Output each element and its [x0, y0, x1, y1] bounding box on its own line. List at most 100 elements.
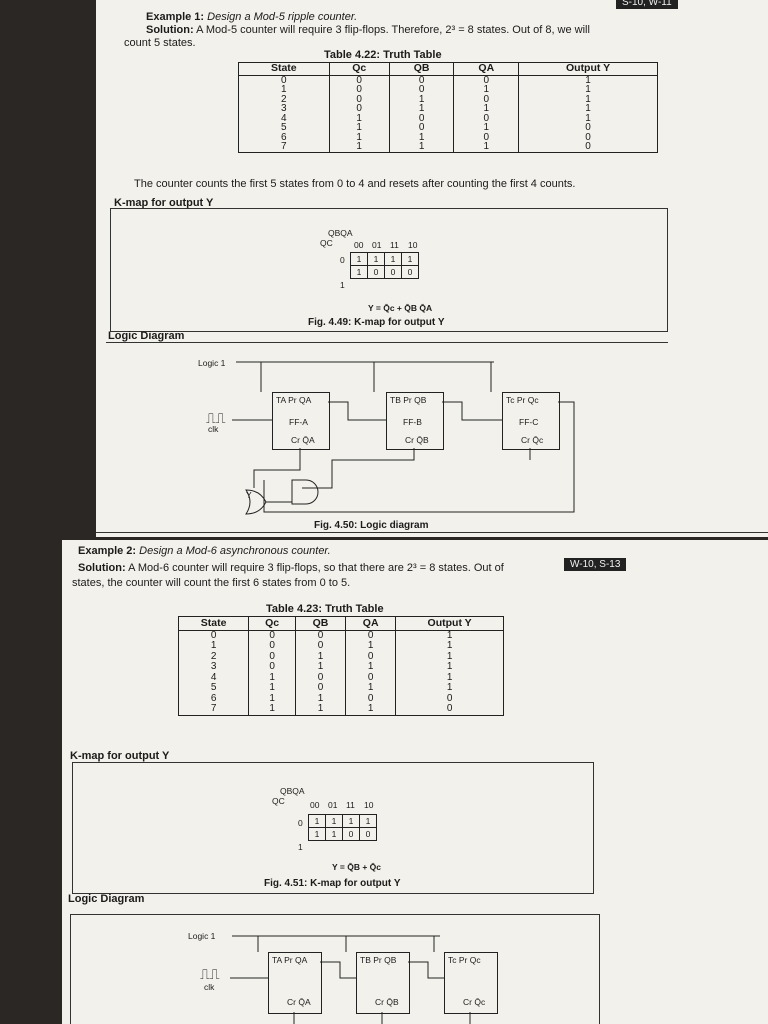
- kmap1-heading: K-map for output Y: [114, 197, 214, 209]
- logic2-diagram-wires: [230, 935, 471, 1024]
- kmap2-row-label-0: 0: [298, 818, 303, 828]
- kmap1-frame: [110, 208, 668, 332]
- table-cell: 1: [518, 104, 658, 114]
- clk-label: clk: [208, 424, 219, 434]
- kmap1-row-label-1: 1: [340, 280, 345, 290]
- page-mod6: Example 2: Design a Mod-6 asynchronous c…: [62, 540, 768, 1024]
- flip-flop-b2: TB Pr QB Cr Q̄B: [356, 952, 410, 1014]
- table-cell: 7: [177, 703, 250, 716]
- kmap2-equation: Y = Q̄B + Q̄c: [332, 862, 381, 872]
- table-cell: 0: [388, 113, 455, 123]
- kmap1-caption: Fig. 4.49: K-map for output Y: [308, 317, 445, 328]
- table-cell: 0: [177, 630, 250, 641]
- example2-heading: Example 2: Design a Mod-6 asynchronous c…: [78, 545, 331, 557]
- example2-solution: Solution: A Mod-6 counter will require 3…: [78, 562, 504, 574]
- clock-pulse-icon: ⎍⎍: [206, 410, 226, 426]
- table-cell: 1: [328, 142, 390, 153]
- kmap2-var-side: QC: [272, 796, 285, 806]
- kmap1-equation: Y = Q̄c + Q̄B Q̄A: [368, 303, 433, 313]
- table-header-4: Output Y: [395, 616, 504, 631]
- kmap-col-label: 01: [372, 240, 382, 250]
- table-cell: 0: [518, 142, 658, 153]
- table-cell: 1: [345, 661, 397, 673]
- logic-one-label: Logic 1: [198, 358, 226, 368]
- table-cell: 0: [345, 630, 397, 641]
- table-header-4: Output Y: [518, 62, 658, 76]
- kmap2-row-label-1: 1: [298, 842, 303, 852]
- logic-diagram-wires: [232, 361, 575, 515]
- example1-solution: Solution: A Mod-5 counter will require 3…: [146, 24, 590, 36]
- table-header-1: Qc: [248, 616, 296, 631]
- table-cell: 0: [345, 672, 397, 683]
- table-cell: 1: [328, 113, 390, 123]
- table1-title: Table 4.22: Truth Table: [324, 49, 442, 61]
- table-cell: 1: [518, 85, 658, 95]
- kmap1-row-label-0: 0: [340, 255, 345, 265]
- table-cell: 1: [395, 630, 504, 641]
- kmap-cell: 0: [359, 827, 377, 841]
- kmap-cell: 1: [308, 827, 326, 841]
- logic2-one-label: Logic 1: [188, 931, 216, 941]
- table-cell: 6: [177, 693, 250, 704]
- flip-flop-c2: Tc Pr Qc Cr Q̄c: [444, 952, 498, 1014]
- table-cell: 5: [177, 682, 250, 694]
- table-cell: 0: [388, 123, 455, 133]
- table-cell: 1: [518, 94, 658, 104]
- kmap2-var-top: QBQA: [280, 786, 305, 796]
- table-cell: 0: [395, 693, 504, 704]
- table-cell: 1: [388, 104, 455, 114]
- table-header-3: QA: [453, 62, 520, 76]
- page-mod5: S-10, W-11 Example 1: Design a Mod-5 rip…: [96, 0, 768, 537]
- table-cell: 1: [388, 142, 455, 153]
- table-header-1: Qc: [328, 62, 390, 76]
- table-header-0: State: [177, 616, 250, 631]
- example1-note: The counter counts the first 5 states fr…: [134, 178, 576, 190]
- kmap-col-label: 10: [408, 240, 418, 250]
- table-cell: 0: [345, 651, 397, 662]
- table-cell: 1: [345, 640, 397, 652]
- clk2-label: clk: [204, 982, 215, 992]
- table-cell: 0: [328, 94, 390, 104]
- flip-flop-b: TB Pr QB FF-B Cr Q̄B: [386, 392, 444, 450]
- table-cell: 0: [518, 123, 658, 133]
- table-cell: 0: [388, 85, 455, 95]
- kmap1-var-side: QC: [320, 238, 333, 248]
- table-cell: 1: [395, 651, 504, 662]
- example1-heading: Example 1: Design a Mod-5 ripple counter…: [146, 11, 358, 23]
- logic1-heading: Logic Diagram: [108, 330, 185, 342]
- table-cell: 0: [518, 132, 658, 142]
- table-cell: 1: [177, 640, 250, 652]
- example1-solution-cont: count 5 states.: [124, 37, 196, 49]
- logic1-rule: [106, 342, 668, 343]
- example2-tag: W-10, S-13: [564, 558, 627, 571]
- table-cell: 1: [395, 682, 504, 694]
- logic2-heading: Logic Diagram: [68, 893, 145, 905]
- kmap-cell: 1: [401, 252, 419, 266]
- table-cell: 1: [388, 132, 455, 142]
- table-cell: 3: [177, 661, 250, 673]
- kmap-col-label: 11: [390, 240, 399, 250]
- table-header-2: QB: [294, 616, 347, 631]
- kmap-col-label: 01: [328, 800, 338, 810]
- table-cell: 1: [328, 132, 390, 142]
- table-cell: 0: [388, 75, 455, 85]
- kmap2-caption: Fig. 4.51: K-map for output Y: [264, 878, 401, 889]
- table-cell: 0: [328, 85, 390, 95]
- flip-flop-a2: TA Pr QA Cr Q̄A: [268, 952, 322, 1014]
- table2-title: Table 4.23: Truth Table: [266, 603, 384, 615]
